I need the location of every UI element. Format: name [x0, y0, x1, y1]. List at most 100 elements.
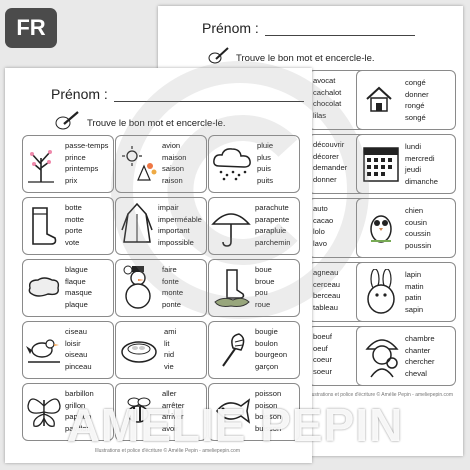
word-choice[interactable]: pou: [255, 288, 268, 297]
word-choice[interactable]: loisir: [65, 338, 81, 348]
word-choice[interactable]: parapente: [255, 214, 290, 224]
word-choice[interactable]: prince: [65, 152, 86, 162]
word-choice[interactable]: poussin: [405, 240, 432, 250]
word-choice[interactable]: poisson: [255, 389, 282, 398]
word-choice[interactable]: vie: [164, 361, 174, 371]
word-choice[interactable]: parapluie: [255, 226, 287, 235]
word-choice[interactable]: boue: [255, 265, 272, 274]
word-choice[interactable]: ciseau: [65, 327, 87, 336]
word-choice[interactable]: passe-temps: [65, 141, 109, 150]
word-choice[interactable]: faire: [162, 265, 177, 274]
word-choice[interactable]: arriver: [162, 412, 184, 421]
word-choice[interactable]: pinceau: [65, 361, 92, 371]
word-choice[interactable]: jeudi: [405, 165, 422, 174]
word-choice[interactable]: nid: [164, 350, 175, 359]
word-choice[interactable]: décorer: [313, 151, 339, 161]
word-choice[interactable]: barbillon: [65, 389, 94, 398]
word-choice[interactable]: puis: [257, 164, 271, 173]
word-choice[interactable]: maison: [162, 152, 187, 162]
word-choice[interactable]: découvrir: [313, 140, 345, 149]
word-choice[interactable]: blague: [65, 265, 88, 274]
word-choice[interactable]: chien: [405, 206, 424, 215]
word-choice[interactable]: plaque: [65, 299, 88, 309]
word-choice[interactable]: lilas: [313, 110, 327, 120]
word-choice[interactable]: chocolat: [313, 99, 342, 108]
word-choice[interactable]: important: [158, 226, 190, 235]
word-choice[interactable]: lolo: [313, 227, 325, 236]
word-choice[interactable]: botte: [65, 203, 82, 212]
word-choice[interactable]: dimanche: [405, 176, 438, 186]
word-choice[interactable]: matin: [405, 281, 424, 291]
word-choice[interactable]: grillon: [65, 400, 86, 410]
word-choice[interactable]: chercher: [405, 357, 435, 366]
word-choice[interactable]: avion: [162, 141, 181, 150]
word-choice[interactable]: raison: [162, 175, 183, 185]
word-choice[interactable]: vote: [65, 237, 80, 247]
word-choice[interactable]: lundi: [405, 142, 422, 151]
word-choice[interactable]: coeur: [313, 355, 332, 364]
word-choice[interactable]: oiseau: [65, 350, 88, 359]
word-choice[interactable]: broue: [255, 276, 275, 286]
word-choice[interactable]: impossible: [158, 237, 194, 247]
word-choice[interactable]: oeuf: [313, 343, 328, 353]
word-choice[interactable]: masque: [65, 288, 93, 297]
word-choice[interactable]: prix: [65, 175, 78, 185]
word-choice[interactable]: porte: [65, 226, 83, 235]
word-choice[interactable]: impair: [158, 203, 179, 212]
word-choice[interactable]: aller: [162, 389, 177, 398]
word-choice[interactable]: cheval: [405, 368, 427, 378]
word-choice[interactable]: papillon: [65, 412, 92, 421]
word-choice[interactable]: garçon: [255, 361, 279, 371]
word-choice[interactable]: pluie: [257, 141, 274, 150]
word-choice[interactable]: cachalot: [313, 87, 342, 97]
word-choice[interactable]: plus: [257, 152, 271, 162]
word-choice[interactable]: lapin: [405, 270, 422, 279]
word-choice[interactable]: ami: [164, 327, 177, 336]
word-choice[interactable]: parachute: [255, 203, 289, 212]
word-choice[interactable]: coussin: [405, 229, 431, 238]
word-choice[interactable]: buisson: [255, 423, 282, 433]
word-choice[interactable]: puits: [257, 175, 274, 185]
word-choice[interactable]: poison: [255, 400, 278, 410]
word-choice[interactable]: fonte: [162, 276, 179, 286]
word-choice[interactable]: sapin: [405, 304, 424, 314]
word-choice[interactable]: printemps: [65, 164, 99, 173]
word-choice[interactable]: congé: [405, 78, 426, 87]
word-choice[interactable]: cousin: [405, 217, 427, 227]
word-choice[interactable]: tableau: [313, 302, 338, 312]
word-choice[interactable]: saison: [162, 164, 184, 173]
word-choice[interactable]: flaque: [65, 276, 86, 286]
word-choice[interactable]: soeur: [313, 366, 332, 376]
word-choice[interactable]: agneau: [313, 268, 339, 277]
word-choice[interactable]: arrêter: [162, 400, 185, 410]
word-choice[interactable]: chambre: [405, 334, 435, 343]
word-choice[interactable]: motte: [65, 214, 84, 224]
word-choice[interactable]: bourgeon: [255, 350, 288, 359]
word-choice[interactable]: monte: [162, 288, 184, 297]
word-choice[interactable]: patin: [405, 293, 422, 302]
word-choice[interactable]: mercredi: [405, 153, 435, 163]
word-choice[interactable]: donner: [405, 89, 429, 99]
word-choice[interactable]: demander: [313, 163, 348, 172]
word-choice[interactable]: parchemin: [255, 237, 291, 247]
word-choice[interactable]: berceau: [313, 291, 341, 300]
word-choice[interactable]: bougie: [255, 327, 278, 336]
word-choice[interactable]: lit: [164, 338, 170, 348]
word-choice[interactable]: avocat: [313, 76, 336, 85]
word-choice[interactable]: roue: [255, 299, 271, 309]
word-choice[interactable]: ponte: [162, 299, 182, 309]
word-choice[interactable]: imperméable: [158, 214, 202, 224]
word-choice[interactable]: boulon: [255, 338, 278, 348]
word-choice[interactable]: lavo: [313, 238, 327, 248]
word-choice[interactable]: rongé: [405, 101, 425, 110]
word-choice[interactable]: pavillon: [65, 423, 91, 433]
word-choice[interactable]: boeuf: [313, 332, 333, 341]
word-choice[interactable]: cerceau: [313, 279, 341, 289]
word-choice[interactable]: cacao: [313, 215, 334, 225]
word-choice[interactable]: donner: [313, 174, 337, 184]
word-choice[interactable]: auto: [313, 204, 328, 213]
word-choice[interactable]: chanter: [405, 345, 431, 355]
word-choice[interactable]: boisson: [255, 412, 282, 421]
word-choice[interactable]: avoir: [162, 423, 179, 433]
word-choice[interactable]: songé: [405, 112, 426, 122]
